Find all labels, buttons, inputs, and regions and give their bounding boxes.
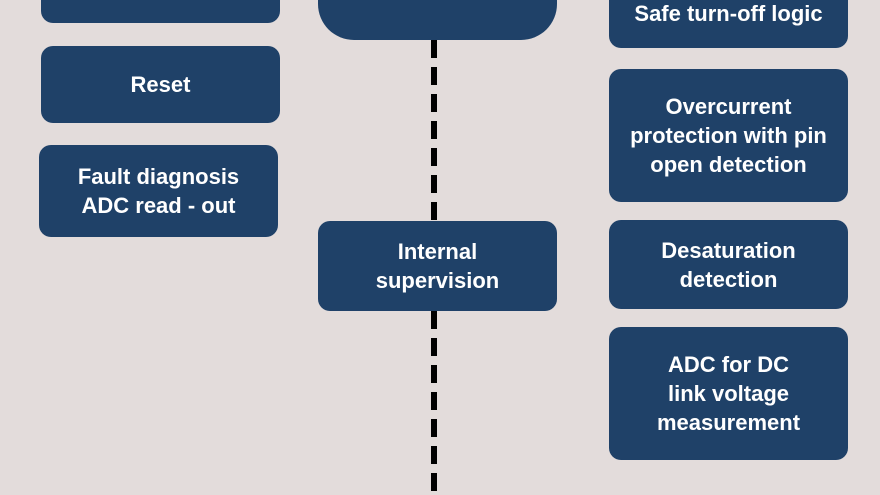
adc-dc-link-box: ADC for DC link voltage measurement <box>609 327 848 460</box>
overcurrent-protection-label: Overcurrent protection with pin open det… <box>630 94 827 177</box>
safe-turn-off-box: Safe turn-off logic <box>609 0 848 48</box>
dashed-connector-lower <box>431 311 437 495</box>
fault-diagnosis-label: Fault diagnosis ADC read - out <box>77 164 240 218</box>
internal-supervision-box: Internal supervision <box>318 221 557 311</box>
dashed-connector-upper <box>431 40 437 220</box>
internal-supervision-label: Internal supervision <box>375 239 500 293</box>
top-center-box <box>318 0 557 40</box>
desaturation-detection-box: Desaturation detection <box>609 220 848 309</box>
overcurrent-protection-box: Overcurrent protection with pin open det… <box>609 69 848 202</box>
top-left-box <box>41 0 280 23</box>
fault-diagnosis-box: Fault diagnosis ADC read - out <box>39 145 278 237</box>
safe-turn-off-label: Safe turn-off logic <box>634 1 823 26</box>
reset-label: Reset <box>130 72 191 97</box>
adc-dc-link-label: ADC for DC link voltage measurement <box>656 352 801 435</box>
desaturation-detection-label: Desaturation detection <box>661 237 796 292</box>
reset-box: Reset <box>41 46 280 123</box>
